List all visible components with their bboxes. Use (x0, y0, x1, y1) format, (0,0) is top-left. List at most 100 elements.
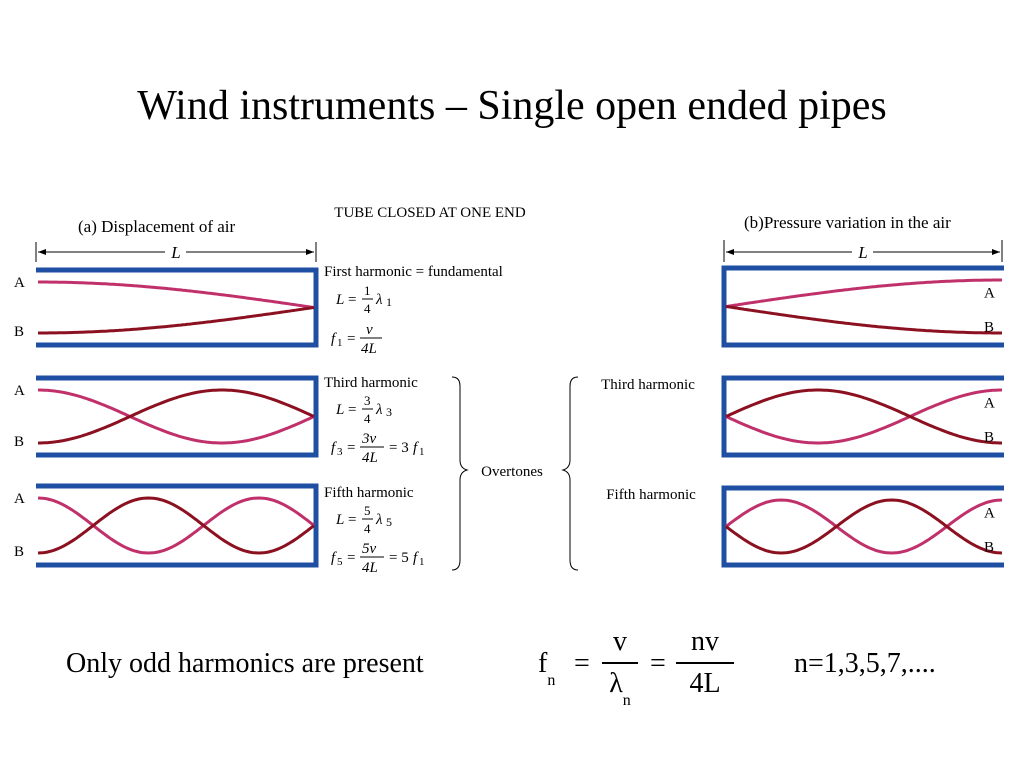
right-length-label: L (857, 243, 867, 262)
left-row-3-name: Third harmonic (324, 375, 418, 391)
svg-text:3v: 3v (361, 431, 377, 447)
svg-text:L: L (335, 292, 344, 308)
formula-equals-2: = (650, 648, 666, 679)
left-tube-1 (36, 267, 319, 348)
right-row-1-end-label-a: A (984, 286, 995, 302)
right-row-3-end-label-b: B (984, 430, 994, 446)
formula-fraction-1: v λn (602, 622, 638, 709)
left-curve-a-1 (38, 280, 315, 309)
svg-text:4: 4 (364, 301, 371, 316)
svg-text:5: 5 (386, 515, 392, 529)
right-row-3-name: Third harmonic (601, 377, 695, 393)
right-row-5-end-label-a: A (984, 506, 995, 522)
right-tube-5 (721, 485, 1004, 568)
svg-text:5v: 5v (362, 541, 377, 557)
standing-wave-figure: TUBE CLOSED AT ONE END (a) Displacement … (14, 205, 1004, 576)
right-curve-a-1 (725, 278, 1002, 308)
right-row-1-end-label-b: B (984, 320, 994, 336)
svg-text:1: 1 (419, 556, 425, 568)
left-row-3-end-label-a: A (14, 383, 25, 399)
svg-text:v: v (366, 322, 373, 338)
left-length-dimension: L (35, 242, 317, 262)
formula-lhs: fn (538, 648, 556, 689)
left-row-3-end-label-b: B (14, 434, 24, 450)
formula-equals-1: = (574, 648, 590, 679)
left-row-5-end-label-a: A (14, 491, 25, 507)
right-row-5-name: Fifth harmonic (606, 487, 696, 503)
left-curve-b-5 (37, 496, 315, 555)
right-curve-b-5 (725, 498, 1003, 555)
svg-text:=: = (348, 292, 356, 308)
svg-text:3: 3 (337, 446, 343, 458)
svg-text:3: 3 (386, 405, 392, 419)
svg-text:= 5: = 5 (389, 550, 409, 566)
formula-fraction-2: nv 4L (676, 622, 734, 704)
svg-text:λ: λ (375, 292, 383, 308)
svg-text:f: f (413, 440, 419, 456)
left-curve-b-3 (38, 388, 315, 445)
left-row-1-end-label-b: B (14, 324, 24, 340)
svg-text:5: 5 (337, 556, 343, 568)
svg-text:f: f (413, 550, 419, 566)
right-panel-label: (b)Pressure variation in the air (744, 213, 951, 232)
svg-text:3: 3 (364, 393, 371, 408)
svg-text:5: 5 (364, 503, 371, 518)
right-length-dimension: L (723, 240, 1003, 262)
left-tube-3 (36, 375, 319, 458)
left-tube-5 (36, 483, 319, 568)
svg-text:1: 1 (419, 446, 425, 458)
right-curve-b-3 (725, 388, 1002, 445)
svg-text:λ: λ (375, 402, 383, 418)
overtones-brace-right (561, 376, 579, 571)
svg-text:1: 1 (364, 283, 371, 298)
right-row-3-end-label-a: A (984, 396, 995, 412)
right-tube-3 (721, 375, 1004, 458)
right-curve-a-3 (725, 388, 1002, 445)
svg-text:1: 1 (386, 295, 392, 309)
svg-text:= 3: = 3 (389, 440, 409, 456)
left-row-1-name: First harmonic = fundamental (324, 264, 503, 280)
left-curve-a-5 (37, 496, 315, 555)
left-tubes: A B A B A B (14, 267, 319, 568)
svg-text:=: = (347, 440, 355, 456)
svg-text:f: f (331, 331, 337, 347)
left-row-5-end-label-b: B (14, 544, 24, 560)
svg-text:λ: λ (375, 512, 383, 528)
svg-text:4: 4 (364, 521, 371, 536)
svg-text:4: 4 (364, 411, 371, 426)
left-row-5-name: Fifth harmonic (324, 485, 414, 501)
left-row-1-end-label-a: A (14, 275, 25, 291)
svg-text:=: = (348, 512, 356, 528)
svg-text:f: f (331, 550, 337, 566)
figure-heading: TUBE CLOSED AT ONE END (334, 205, 526, 221)
odd-harmonics-note: Only odd harmonics are present (66, 648, 424, 679)
left-curve-a-3 (38, 388, 315, 445)
frequency-formula: fn = v λn = nv 4L (538, 622, 738, 712)
left-length-label: L (170, 243, 180, 262)
slide-title: Wind instruments – Single open ended pip… (137, 83, 887, 129)
overtones-label: Overtones (481, 464, 543, 480)
right-tube-1 (721, 265, 1004, 348)
svg-text:1: 1 (337, 337, 343, 349)
right-curve-b-1 (725, 305, 1002, 335)
svg-text:4L: 4L (362, 560, 378, 576)
svg-text:=: = (347, 550, 355, 566)
svg-text:L: L (335, 512, 344, 528)
n-values: n=1,3,5,7,.... (794, 648, 936, 679)
svg-text:4L: 4L (362, 450, 378, 466)
svg-text:=: = (347, 331, 355, 347)
svg-text:f: f (331, 440, 337, 456)
svg-text:L: L (335, 402, 344, 418)
left-panel-label: (a) Displacement of air (78, 217, 236, 236)
svg-text:4L: 4L (361, 341, 377, 357)
overtones-brace-left (451, 376, 469, 571)
left-curve-b-1 (38, 306, 315, 335)
